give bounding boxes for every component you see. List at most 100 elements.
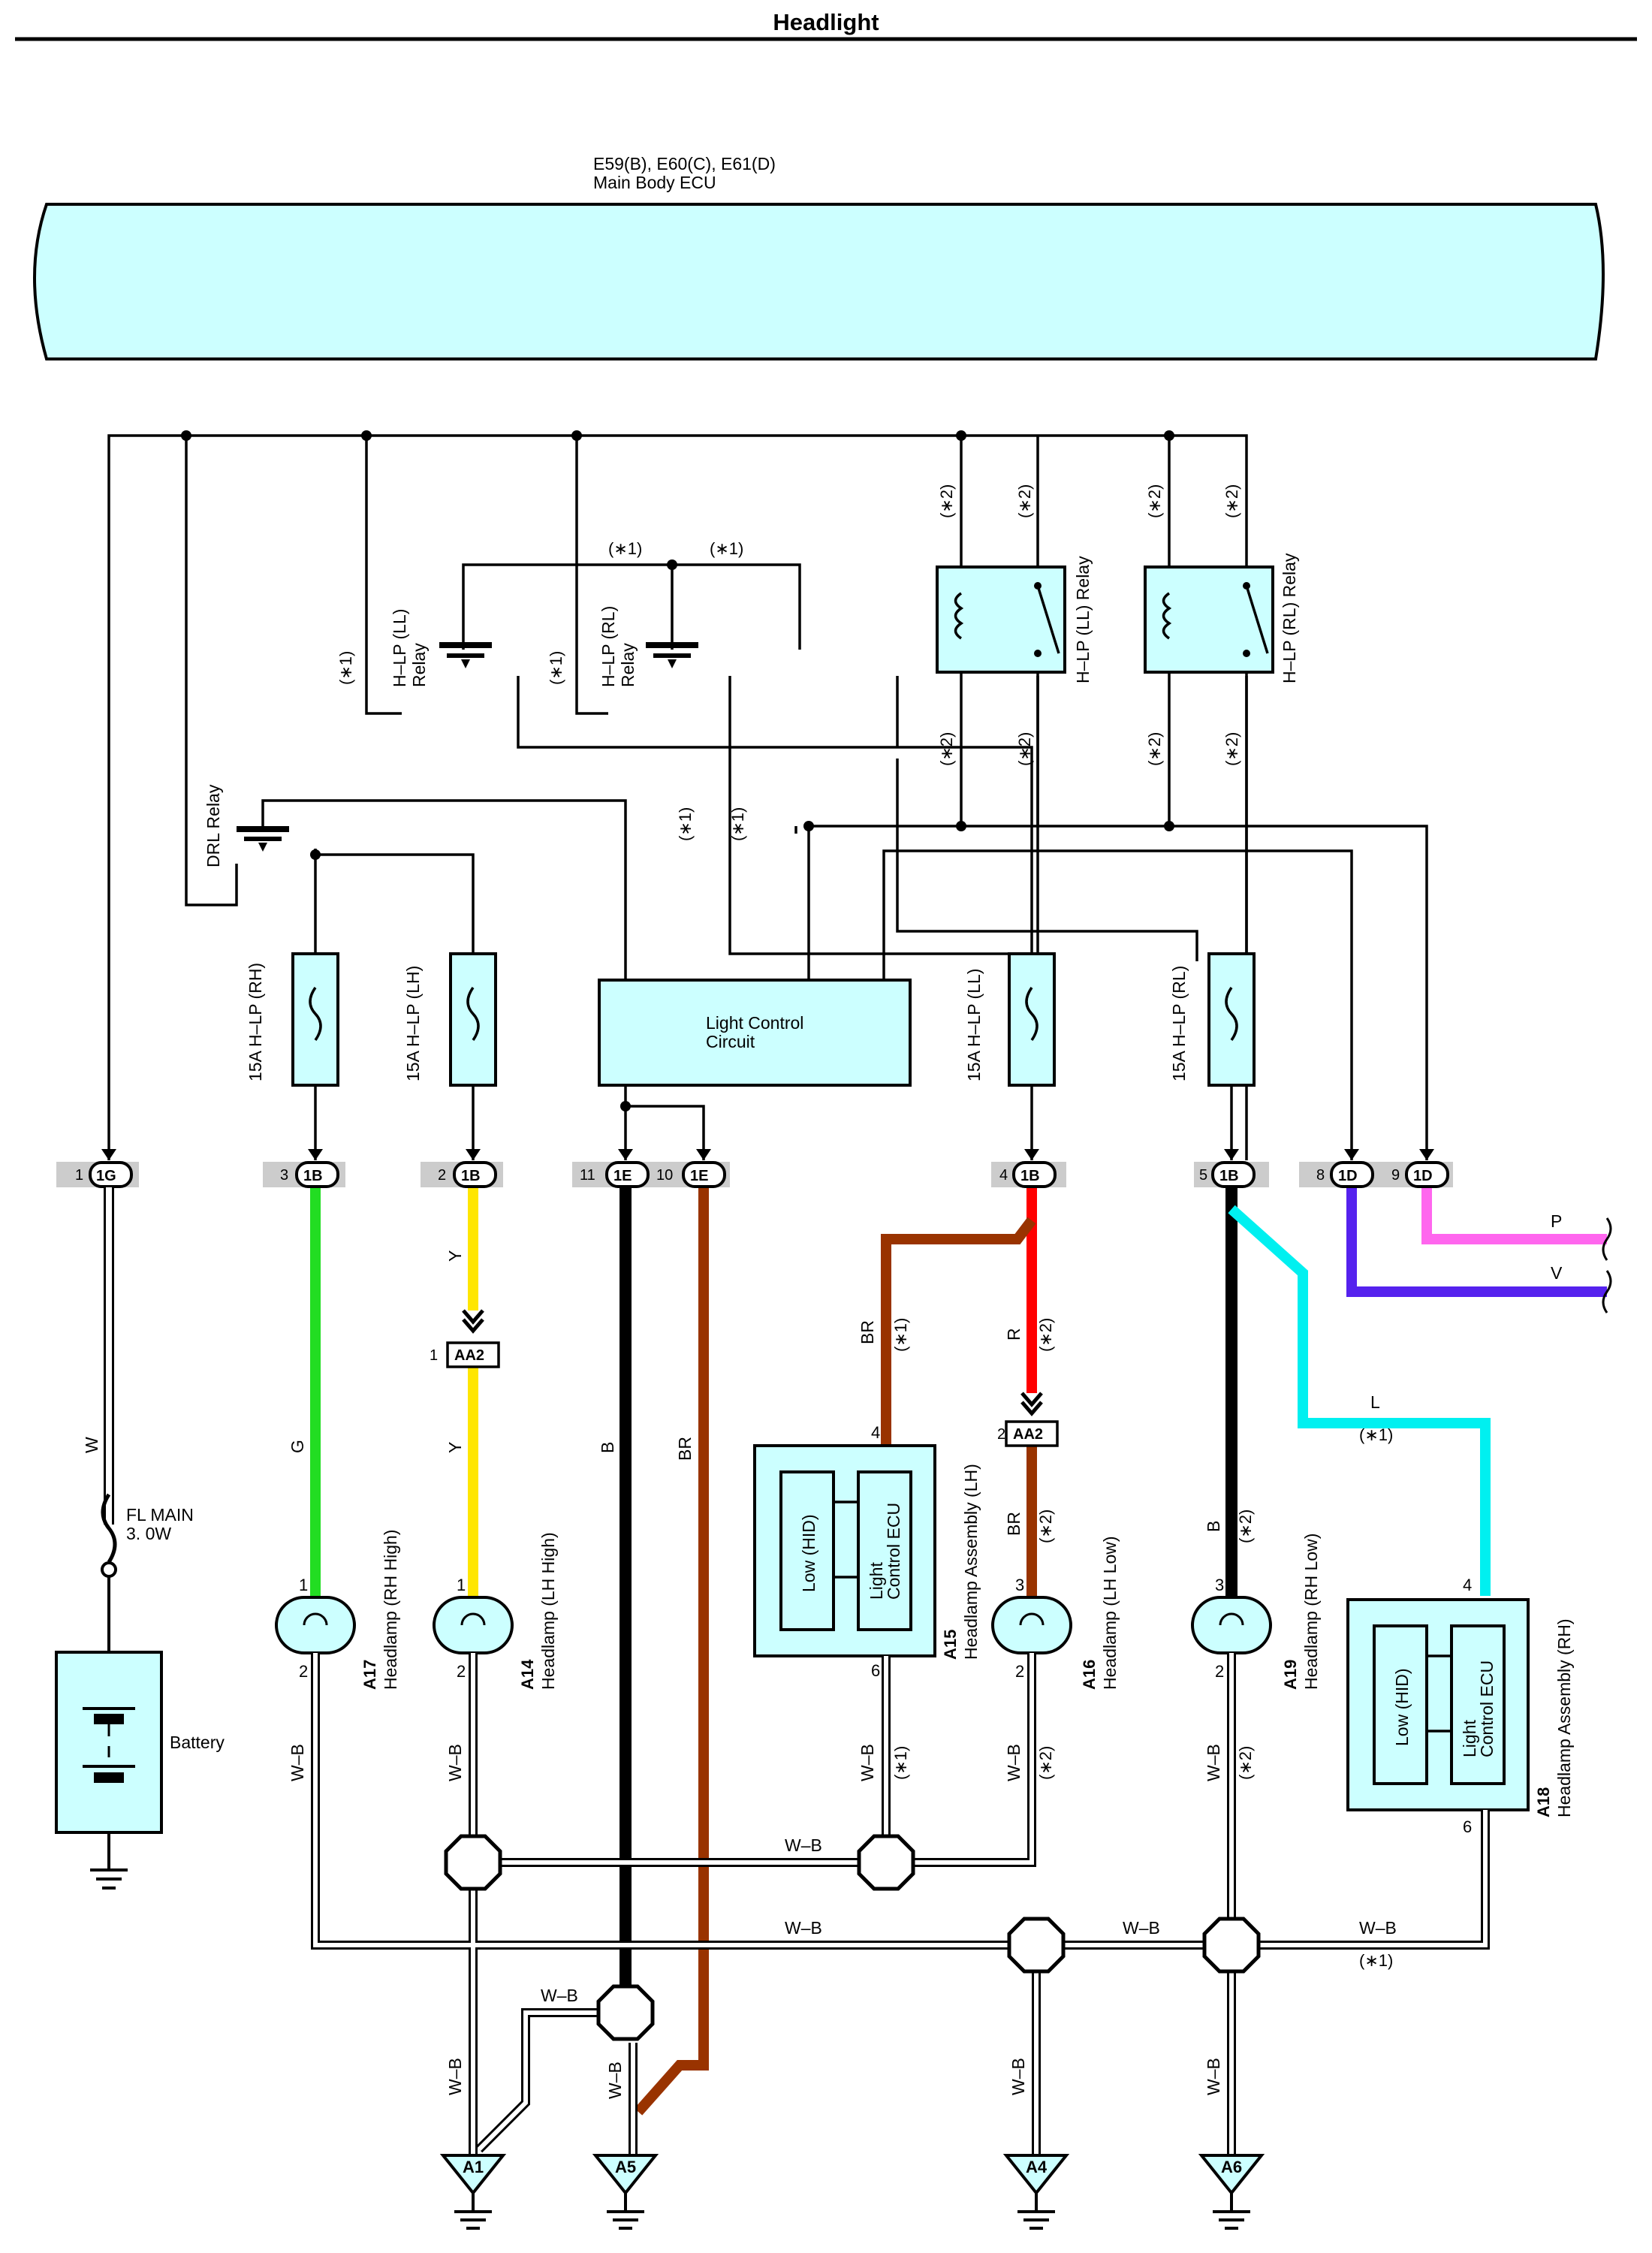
fuse-lh: 15A H–LP (LH) [403,952,497,1087]
svg-text:A18: A18 [1534,1787,1553,1817]
svg-text:Headlamp (LH High): Headlamp (LH High) [538,1532,558,1690]
ecu-codes: E59(B), E60(C), E61(D) [593,154,776,173]
connector-1b-5: 5 1B [1199,1149,1256,1188]
fl-main: FL MAIN 3. 0W [101,1493,194,1652]
fuse-rh-label: 15A H–LP (RH) [246,963,265,1081]
svg-text:A6: A6 [1221,2158,1242,2176]
fuse-ll-label: 15A H–LP (LL) [964,969,984,1081]
fuse-rh: 15A H–LP (RH) [246,952,339,1087]
svg-text:A1: A1 [463,2158,484,2176]
svg-text:P: P [1551,1211,1562,1231]
svg-text:(∗1): (∗1) [1359,1951,1393,1970]
ground-a6: A6 [1198,2154,1265,2230]
svg-text:1: 1 [430,1347,438,1364]
svg-text:B: B [598,1442,617,1453]
svg-text:AA2: AA2 [1013,1426,1043,1443]
wire-break-marks [1602,1217,1612,1313]
top-wiring [107,434,1428,1160]
svg-text:11: 11 [580,1167,595,1184]
svg-text:2: 2 [1215,1662,1224,1681]
junction-aa2-r: AA2 2 [997,1392,1059,1447]
svg-text:(∗2): (∗2) [1036,1318,1055,1352]
ground-a5: A5 [592,2154,659,2230]
svg-text:9: 9 [1391,1167,1400,1184]
svg-text:(∗1): (∗1) [891,1746,910,1780]
connector-1e-10: 10 1E [656,1149,726,1188]
svg-text:AA2: AA2 [454,1347,484,1364]
headlamp-a16: 3 2 A16 Headlamp (LH Low) [991,1536,1120,1690]
svg-text:1E: 1E [690,1168,708,1184]
ground-a1: A1 [439,2154,507,2230]
hlp-rl-relay-label: H–LP (RL) Relay [1280,553,1299,683]
svg-text:Headlamp Assembly (RH): Headlamp Assembly (RH) [1554,1618,1574,1817]
svg-text:W–B: W–B [1008,2058,1028,2095]
svg-text:Low (HID): Low (HID) [799,1514,818,1592]
hlp-ll-relay-ss: H–LP (LL) Relay [390,609,492,687]
ecu-name: Main Body ECU [593,173,716,192]
svg-text:Control ECU: Control ECU [1477,1660,1497,1757]
svg-text:Low (HID): Low (HID) [1392,1668,1412,1746]
splices [444,1834,1261,2041]
hlp-rl-relay: H–LP (RL) Relay [1144,553,1299,683]
connector-1b-2: 2 1B [438,1149,497,1188]
svg-text:1E: 1E [613,1168,632,1184]
svg-text:W–B: W–B [785,1918,822,1938]
svg-text:1B: 1B [1020,1168,1040,1184]
wire-br-main [634,1188,709,2116]
svg-text:BR: BR [1004,1512,1023,1536]
hlp-ll-relay-bot: Relay [409,643,429,687]
svg-text:(∗2): (∗2) [1236,1510,1255,1543]
svg-text:2: 2 [438,1167,446,1184]
headlamp-assembly-a15: Low (HID) Light Control ECU 4 6 A15 Head… [753,1423,981,1680]
svg-text:(∗2): (∗2) [1145,732,1164,766]
svg-text:(∗1): (∗1) [676,807,695,841]
wire-p [1421,1188,1607,1244]
wire-v [1346,1188,1607,1297]
svg-text:A4: A4 [1026,2158,1048,2176]
drl-relay: DRL Relay [203,784,289,867]
svg-text:L: L [1370,1392,1380,1412]
svg-text:(∗2): (∗2) [1236,1746,1255,1780]
svg-text:W–B: W–B [1359,1918,1397,1938]
svg-text:4: 4 [1463,1576,1472,1594]
hlp-rl-relay-ss: H–LP (RL) Relay [598,606,698,687]
svg-text:1D: 1D [1413,1168,1433,1184]
svg-text:5: 5 [1199,1167,1207,1184]
svg-text:Battery: Battery [170,1733,225,1752]
svg-text:3: 3 [280,1167,288,1184]
svg-text:Headlamp (RH High): Headlamp (RH High) [381,1530,400,1690]
hlp-ll-relay: H–LP (LL) Relay [936,556,1093,683]
svg-text:W: W [82,1437,101,1453]
svg-text:(∗1): (∗1) [891,1318,910,1352]
svg-text:BR: BR [675,1437,695,1461]
svg-text:W–B: W–B [445,1744,465,1781]
connector-pins: 1 1G 3 1B 2 1B 11 1E 10 1E [75,1149,1449,1188]
svg-text:W–B: W–B [541,1986,578,2005]
svg-text:W–B: W–B [288,1744,307,1781]
headlamp-a14: 1 2 A14 Headlamp (LH High) [433,1532,558,1690]
svg-text:Headlamp Assembly (LH): Headlamp Assembly (LH) [961,1464,981,1660]
page-title: Headlight [773,9,879,35]
wire-labels: W G Y Y B BR BR (∗1) R (∗2) BR (∗2) B (∗… [82,1211,1563,1543]
main-body-ecu-box [33,203,1605,360]
hlp-rl-relay-bot: Relay [618,643,638,687]
junction-aa2-y: AA2 1 [430,1309,500,1368]
svg-text:8: 8 [1316,1167,1325,1184]
light-control-circuit: Light Control Circuit [598,979,912,1087]
svg-text:3: 3 [1215,1576,1224,1594]
drl-relay-label: DRL Relay [203,784,223,867]
junction-dots [181,430,1174,1111]
hlp-rl-relay-top: H–LP (RL) [598,606,618,687]
battery: Battery [55,1651,225,1890]
svg-text:(∗2): (∗2) [937,732,956,766]
headlamp-a17: 1 2 A17 Headlamp (RH High) [275,1530,400,1690]
svg-text:Headlamp (LH Low): Headlamp (LH Low) [1100,1536,1120,1690]
fuse-lh-label: 15A H–LP (LH) [403,966,423,1081]
svg-text:2: 2 [997,1426,1005,1443]
svg-text:(∗1): (∗1) [710,539,743,558]
svg-text:B: B [1204,1521,1223,1532]
headlamp-assembly-a18: Low (HID) Light Control ECU 4 6 A18 Head… [1346,1576,1574,1836]
svg-text:1: 1 [75,1167,83,1184]
wb-wires [311,1653,1490,2155]
svg-text:10: 10 [656,1167,673,1184]
